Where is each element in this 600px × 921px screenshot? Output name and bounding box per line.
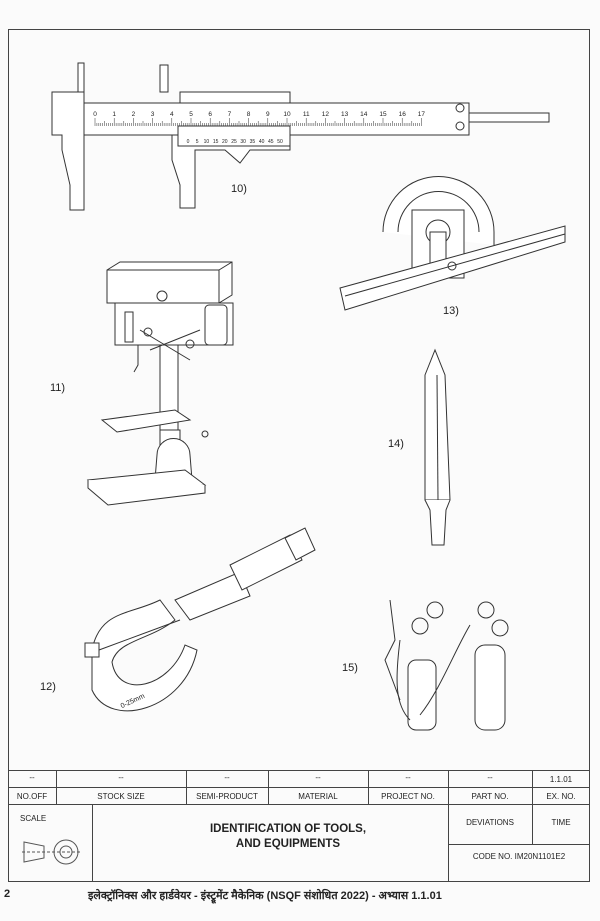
- main-scale-number: 11: [303, 111, 310, 118]
- vernier-scale-number: 15: [213, 139, 219, 145]
- main-scale-number: 16: [399, 111, 407, 118]
- main-scale-ticks: [94, 118, 422, 126]
- micrometer-drawing: [84, 527, 316, 712]
- main-scale-number: 15: [379, 111, 387, 118]
- time-label: TIME: [551, 818, 571, 827]
- main-scale-number: 5: [189, 111, 193, 118]
- vernier-scale-number: 35: [250, 139, 256, 145]
- project-no-header: PROJECT NO.: [381, 792, 435, 801]
- row1-cell: --: [315, 773, 321, 782]
- vernier-scale-number: 0: [187, 139, 190, 145]
- vernier-scale-number: 20: [222, 139, 228, 145]
- figure-label-10: 10): [231, 183, 247, 195]
- bevel-protractor-drawing: [339, 176, 566, 311]
- main-scale-number: 13: [341, 111, 349, 118]
- no-off-header: NO.OFF: [16, 792, 48, 801]
- row1-cell: --: [118, 773, 124, 782]
- page-number: 2: [4, 888, 11, 900]
- deviations-label: DEVIATIONS: [466, 818, 514, 827]
- main-scale-number: 1: [112, 111, 116, 118]
- vernier-scale-number: 30: [240, 139, 246, 145]
- vernier-scale-number: 10: [204, 139, 210, 145]
- title-block: -- -- -- -- -- -- 1.1.01 NO.OFF STOCK SI…: [8, 770, 590, 882]
- figure-label-12: 12): [40, 681, 56, 693]
- row1-cell: --: [29, 773, 35, 782]
- scale-label: SCALE: [20, 814, 47, 823]
- code-number: CODE NO. IM20N1101E2: [472, 852, 566, 861]
- semi-product-header: SEMI-PRODUCT: [196, 792, 258, 801]
- figure-label-14: 14): [388, 438, 404, 450]
- main-scale-number: 12: [322, 111, 330, 118]
- main-scale-number: 8: [247, 111, 251, 118]
- figure-label-13: 13): [443, 305, 459, 317]
- ex-no-header: EX. NO.: [546, 792, 576, 801]
- main-scale-number: 7: [228, 111, 232, 118]
- gas-welding-set-drawing: [384, 599, 509, 731]
- main-scale-number: 9: [266, 111, 270, 118]
- vernier-scale-number: 50: [277, 139, 283, 145]
- main-scale-number: 10: [283, 111, 291, 118]
- row1-cell: --: [487, 773, 493, 782]
- vernier-scale-number: 25: [231, 139, 237, 145]
- drilling-machine-drawing: [86, 261, 234, 506]
- page-footer: 2 इलेक्ट्रॉनिक्स और हार्डवेयर - इंस्ट्रू…: [0, 888, 600, 908]
- figure-label-15: 15): [342, 662, 358, 674]
- main-scale-number: 14: [360, 111, 368, 118]
- main-scale-number: 3: [151, 111, 155, 118]
- drawing-title: IDENTIFICATION OF TOOLS, AND EQUIPMENTS: [209, 823, 367, 850]
- main-scale-number: 4: [170, 111, 174, 118]
- vernier-scale-number: 5: [196, 139, 199, 145]
- footer-text: इलेक्ट्रॉनिक्स और हार्डवेयर - इंस्ट्रूमे…: [88, 890, 442, 902]
- main-scale-number: 0: [93, 111, 97, 118]
- row1-cell: --: [405, 773, 411, 782]
- main-scale-number: 17: [418, 111, 426, 118]
- main-scale-number: 2: [132, 111, 136, 118]
- punch-drawing: [424, 348, 451, 546]
- figure-label-11: 11): [50, 382, 66, 394]
- vernier-scale-number: 45: [268, 139, 274, 145]
- main-scale-number: 6: [208, 111, 212, 118]
- row1-cell: --: [224, 773, 230, 782]
- part-no-header: PART NO.: [471, 792, 509, 801]
- vernier-scale-number: 40: [259, 139, 265, 145]
- material-header: MATERIAL: [298, 792, 338, 801]
- drawing-sheet-border: [8, 29, 590, 882]
- stock-size-header: STOCK SIZE: [97, 792, 145, 801]
- exercise-number-value: 1.1.01: [549, 775, 573, 784]
- projection-symbol-icon: [22, 839, 80, 865]
